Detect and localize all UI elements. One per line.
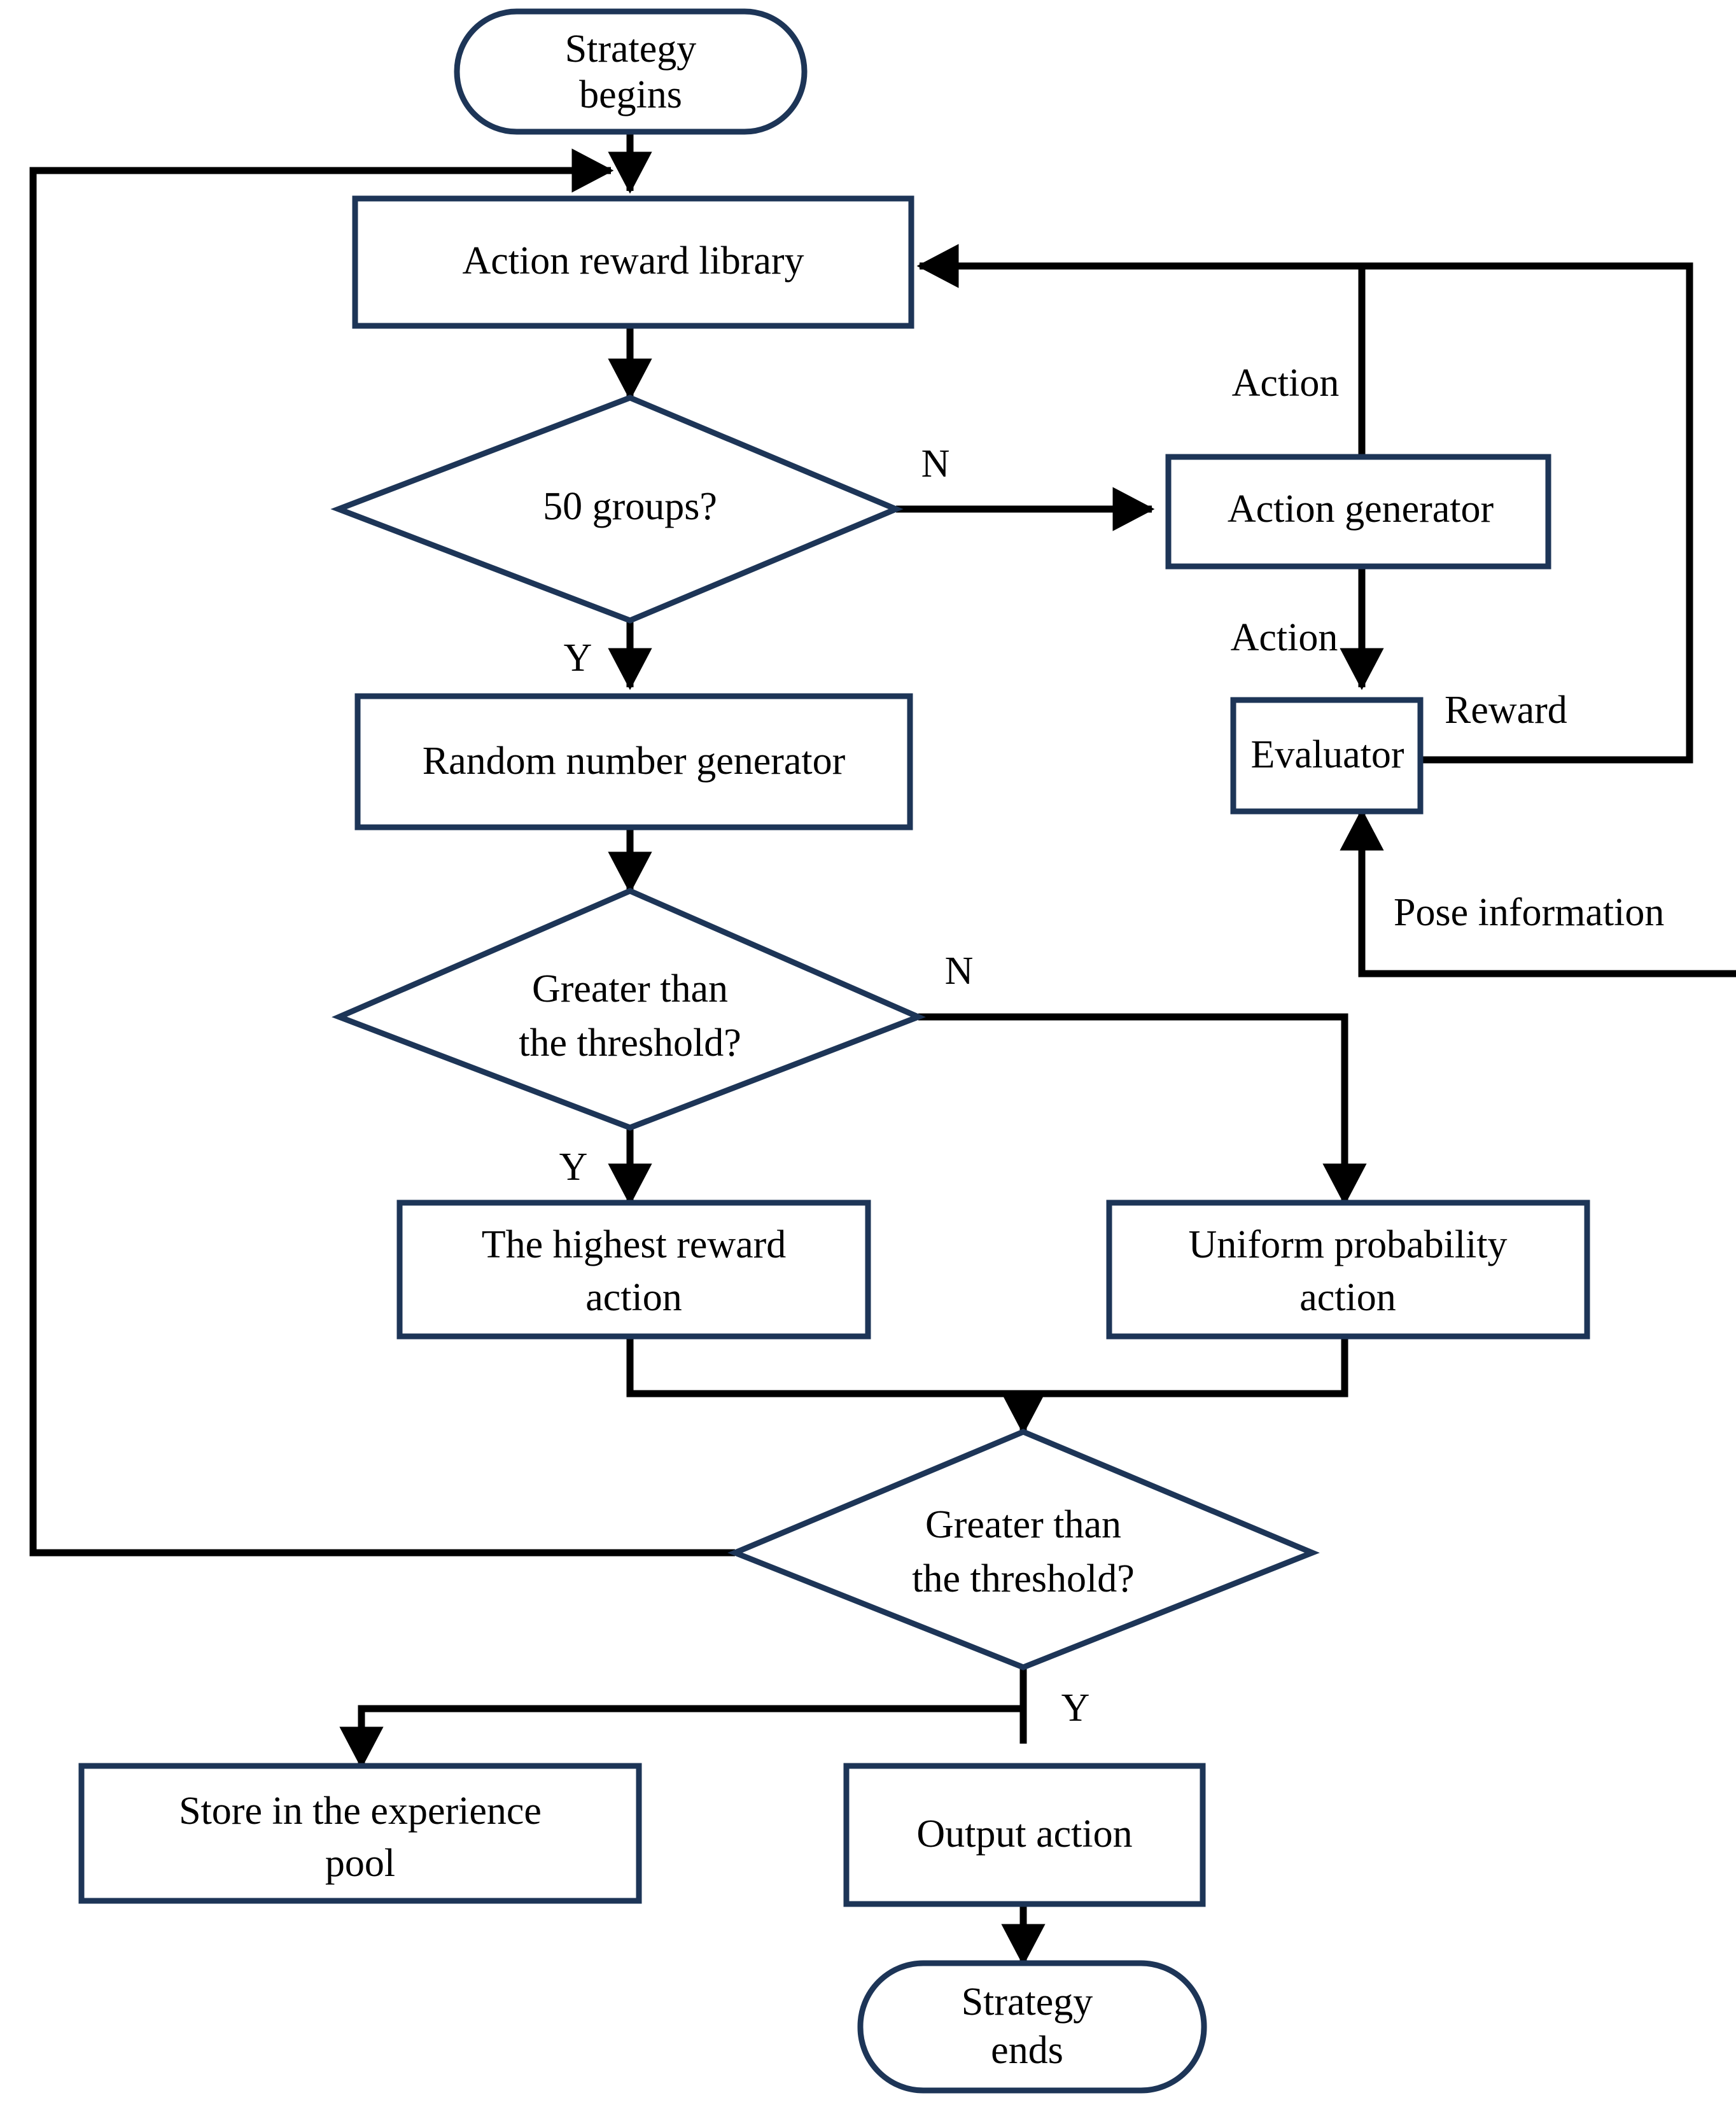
action-generator-shape (1165, 454, 1551, 570)
store-experience-pool-label-line2: pool (325, 1842, 395, 1885)
strategy-begins-label-line1: Strategy (565, 27, 697, 71)
fifty-groups-label: 50 groups? (543, 485, 717, 528)
connector-uniform-to-merge (1021, 1336, 1348, 1397)
highest-reward-action-label-line1: The highest reward (482, 1223, 787, 1266)
random-number-generator-shape (354, 693, 913, 830)
edge-label-action-to-evaluator: Action (1231, 616, 1338, 659)
uniform-probability-action-label-line2: action (1299, 1276, 1396, 1319)
edge-label-threshold2-yes: Y (1061, 1686, 1090, 1730)
output-action-shape (843, 1763, 1206, 1907)
node-action-reward-library[interactable]: Action reward library (352, 195, 914, 329)
node-uniform-probability-action[interactable]: Uniform probability action (1106, 1200, 1590, 1340)
threshold-2-label-line2: the threshold? (912, 1557, 1135, 1600)
highest-reward-action-shape (396, 1200, 871, 1340)
node-output-action[interactable]: Output action (843, 1763, 1206, 1907)
node-threshold-decision-2[interactable]: Greater than the threshold? (727, 1429, 1320, 1670)
threshold-2-shape (727, 1429, 1320, 1670)
node-threshold-decision-1[interactable]: Greater than the threshold? (332, 888, 926, 1131)
action-generator-label: Action generator (1228, 487, 1494, 531)
connector-threshold1-no-to-uniform (918, 1013, 1367, 1206)
threshold-1-label-line1: Greater than (532, 967, 728, 1011)
output-action-label: Output action (916, 1812, 1132, 1856)
edge-label-fifty-groups-no: N (921, 442, 950, 486)
highest-reward-action-label-line2: action (585, 1276, 682, 1319)
action-reward-library-shape (352, 195, 914, 329)
node-evaluator[interactable]: Evaluator (1230, 697, 1424, 815)
store-experience-pool-shape (78, 1763, 642, 1904)
connector-generator-action-to-library (916, 244, 1366, 457)
threshold-1-label-line2: the threshold? (519, 1021, 741, 1065)
evaluator-label: Evaluator (1250, 733, 1404, 776)
node-fifty-groups-decision[interactable]: 50 groups? (330, 395, 904, 624)
node-highest-reward-action[interactable]: The highest reward action (396, 1200, 871, 1340)
connector-loop-back-to-library (29, 148, 735, 1557)
edge-label-reward: Reward (1445, 689, 1567, 732)
edge-label-action-to-library: Action (1232, 361, 1340, 405)
store-experience-pool-label-line1: Store in the experience (179, 1789, 542, 1833)
strategy-begins-shape (454, 8, 808, 135)
strategy-ends-shape (857, 1960, 1207, 2094)
connector-threshold2-to-store-pool (339, 1705, 1023, 1769)
strategy-begins-label-line2: begins (579, 73, 682, 116)
connector-evaluator-reward (1365, 262, 1693, 764)
connector-highest-to-merge (626, 1336, 1025, 1397)
threshold-2-label-line1: Greater than (925, 1503, 1121, 1546)
node-strategy-ends[interactable]: Strategy ends (857, 1960, 1207, 2094)
node-action-generator[interactable]: Action generator (1165, 454, 1551, 570)
threshold-1-shape (332, 888, 926, 1131)
action-reward-library-label: Action reward library (462, 239, 804, 283)
node-store-experience-pool[interactable]: Store in the experience pool (78, 1763, 642, 1904)
strategy-ends-label-line1: Strategy (962, 1980, 1093, 2024)
connector-pose-information-to-evaluator (1340, 808, 1736, 977)
strategy-ends-label-line2: ends (991, 2029, 1063, 2072)
edge-label-pose-information: Pose information (1394, 891, 1664, 934)
fifty-groups-shape (330, 395, 904, 624)
edge-label-fifty-groups-yes: Y (564, 636, 592, 680)
uniform-probability-action-label-line1: Uniform probability (1188, 1223, 1507, 1266)
edge-label-threshold1-yes: Y (559, 1145, 588, 1189)
edge-label-threshold1-no: N (945, 949, 974, 993)
evaluator-shape (1230, 697, 1424, 815)
node-random-number-generator[interactable]: Random number generator (354, 693, 913, 830)
random-number-generator-label: Random number generator (423, 739, 846, 783)
node-strategy-begins[interactable]: Strategy begins (454, 8, 808, 135)
uniform-probability-action-shape (1106, 1200, 1590, 1340)
